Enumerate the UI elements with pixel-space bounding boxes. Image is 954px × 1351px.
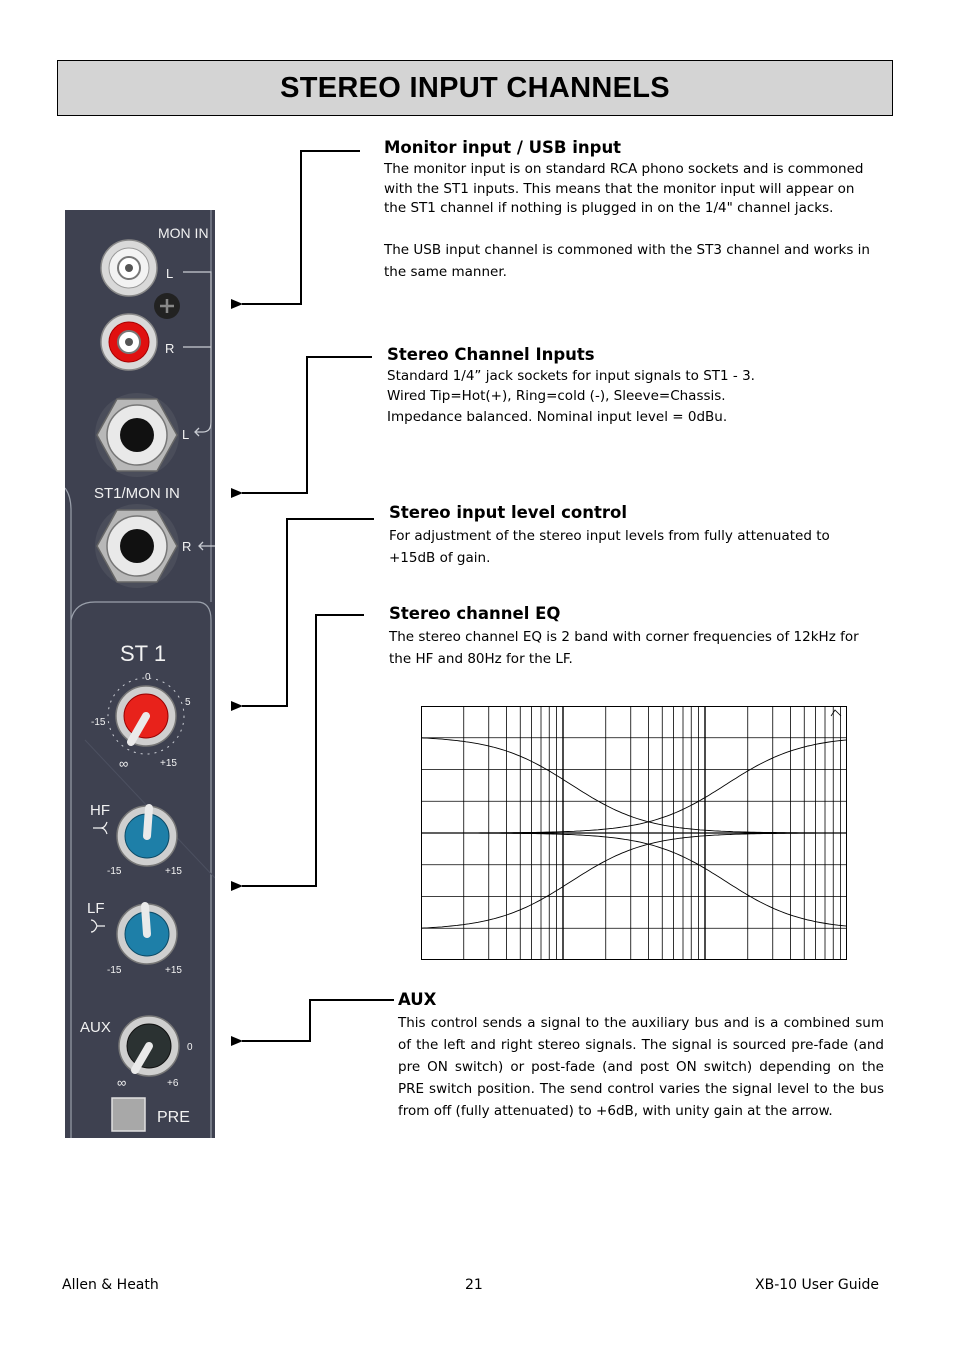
lf-min-label: -15 [107, 965, 122, 976]
rca-left-socket [100, 239, 158, 297]
hf-max-label: +15 [165, 866, 182, 877]
lf-shelf-icon [90, 919, 105, 933]
gain-5-label: 5 [185, 697, 191, 708]
gain-min-label: -15 [91, 717, 106, 728]
aux-body: This control sends a signal to the auxil… [398, 1015, 884, 1119]
pre-switch [111, 1097, 146, 1132]
section-inputs: Stereo Channel Inputs Standard 1/4” jack… [387, 345, 867, 428]
leader-aux [231, 999, 394, 1046]
section-monitor: Monitor input / USB input The monitor in… [384, 138, 874, 283]
mon-r-label: R [165, 341, 174, 356]
level-heading: Stereo input level control [389, 503, 628, 522]
st1-mon-in-label: ST1/MON IN [94, 485, 180, 502]
rca-right-socket [100, 313, 158, 371]
leader-monitor [231, 150, 360, 309]
inputs-line1: Standard 1/4” jack sockets for input sig… [387, 368, 755, 384]
leader-eq [231, 614, 364, 891]
jack-r-label: R [182, 539, 191, 554]
aux-label: AUX [80, 1019, 111, 1036]
gain-inf-label: ∞ [119, 756, 128, 771]
inputs-line3: Impedance balanced. Nominal input level … [387, 409, 728, 425]
eq-response-graph [421, 706, 847, 960]
gain-0-label: 0 [145, 672, 151, 683]
inputs-line2: Wired Tip=Hot(+), Ring=cold (-), Sleeve=… [387, 387, 726, 404]
ground-screw-icon [154, 293, 180, 319]
leader-inputs [231, 356, 372, 498]
hf-min-label: -15 [107, 866, 122, 877]
pre-label: PRE [157, 1109, 190, 1126]
lf-label: LF [87, 900, 105, 917]
aux-0-label: 0 [187, 1042, 193, 1053]
hf-label: HF [90, 802, 110, 819]
gain-knob [107, 677, 185, 755]
mon-l-label: L [166, 266, 173, 281]
jack-left-socket [95, 393, 179, 477]
channel-strip-panel: MON IN L R L ST1/MON IN R ST 1 0 5 -15 ∞… [65, 210, 215, 1138]
monitor-para2: The USB input channel is commoned with t… [384, 241, 870, 280]
eq-curve [421, 737, 847, 834]
eq-curve [421, 739, 847, 834]
page-title-box: STEREO INPUT CHANNELS [57, 60, 893, 116]
footer-guide-title: XB-10 User Guide [755, 1277, 879, 1293]
section-aux: AUX This control sends a signal to the a… [398, 990, 884, 1122]
eq-curve [421, 832, 847, 927]
hf-shelf-icon [93, 821, 108, 835]
aux-heading: AUX [398, 990, 437, 1009]
lf-knob [116, 902, 178, 965]
hf-knob [116, 804, 178, 867]
eq-corner-mark [830, 709, 842, 717]
jack-right-socket [95, 504, 179, 588]
inputs-heading: Stereo Channel Inputs [387, 345, 595, 364]
level-body: For adjustment of the stereo input level… [389, 528, 830, 566]
footer-page-number: 21 [465, 1277, 483, 1293]
channel-name: ST 1 [120, 641, 166, 666]
eq-heading: Stereo channel EQ [389, 604, 561, 623]
leader-level [231, 518, 374, 711]
monitor-heading: Monitor input / USB input [384, 138, 622, 157]
page-title: STEREO INPUT CHANNELS [280, 71, 670, 104]
section-level: Stereo input level control For adjustmen… [389, 503, 869, 569]
eq-body: The stereo channel EQ is 2 band with cor… [389, 629, 859, 667]
section-eq: Stereo channel EQ The stereo channel EQ … [389, 604, 869, 670]
aux-inf-label: ∞ [117, 1075, 126, 1090]
aux-max-label: +6 [167, 1078, 179, 1089]
lf-max-label: +15 [165, 965, 182, 976]
monitor-para1: The monitor input is on standard RCA pho… [384, 161, 864, 216]
mon-in-label: MON IN [158, 225, 209, 241]
aux-knob [118, 1015, 180, 1077]
gain-max-label: +15 [160, 758, 177, 769]
jack-l-label: L [182, 427, 189, 442]
footer-company: Allen & Heath [62, 1277, 159, 1293]
eq-curve [421, 832, 847, 929]
